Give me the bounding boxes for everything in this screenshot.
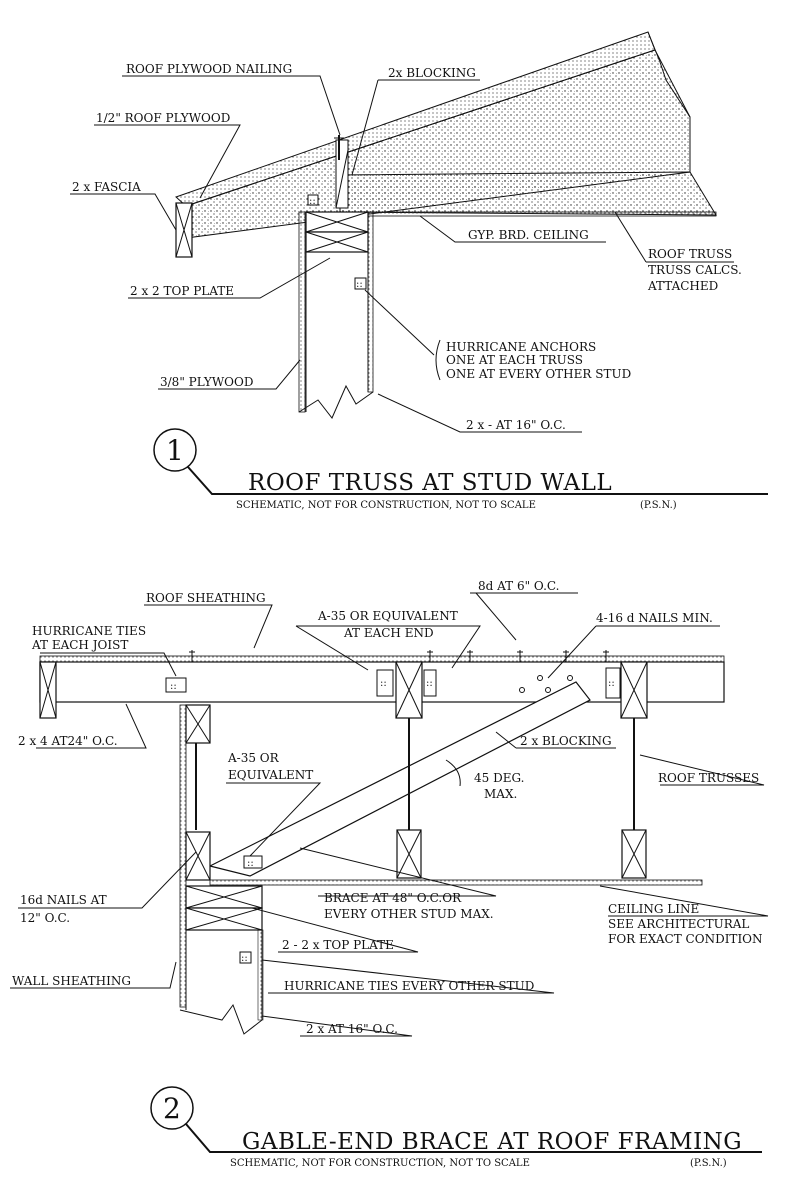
detail-2-subtitle: SCHEMATIC, NOT FOR CONSTRUCTION, NOT TO … xyxy=(230,1158,530,1169)
detail-2-number-bubble xyxy=(150,1086,194,1130)
diagonal-brace xyxy=(208,681,591,877)
label-wall-sheathing: WALL SHEATHING xyxy=(12,974,131,988)
svg-text:::: :: xyxy=(356,279,363,290)
svg-text:::: :: xyxy=(426,678,433,689)
svg-text:::: :: xyxy=(380,678,387,689)
detail-1-tag: (P.S.N.) xyxy=(640,500,677,511)
ceiling-line xyxy=(209,879,703,886)
label-roof-sheathing: ROOF SHEATHING xyxy=(146,591,266,605)
label-a35-2: EQUIVALENT xyxy=(228,768,313,782)
label-attached: ATTACHED xyxy=(647,279,718,293)
label-one-every-other: ONE AT EVERY OTHER STUD xyxy=(446,367,631,381)
detail-1-subtitle: SCHEMATIC, NOT FOR CONSTRUCTION, NOT TO … xyxy=(236,500,536,511)
label-hurricane-anchors: HURRICANE ANCHORS xyxy=(446,340,596,354)
svg-text:::: :: xyxy=(309,196,316,207)
label-gyp-ceiling: GYP. BRD. CEILING xyxy=(468,228,589,242)
label-plywood-38: 3/8" PLYWOOD xyxy=(160,375,253,389)
label-a35-each-end-1: A-35 OR EQUIVALENT xyxy=(317,609,458,623)
wall-break-line-2 xyxy=(179,1003,263,1035)
label-2x-blocking: 2x BLOCKING xyxy=(388,66,476,80)
label-top-plate: 2 - 2 x TOP PLATE xyxy=(282,938,394,952)
svg-text:::: :: xyxy=(247,858,254,869)
wall-break-line xyxy=(298,384,374,419)
label-exact-condition: FOR EXACT CONDITION xyxy=(608,932,763,946)
label-16d-nails-min: 4-16 d NAILS MIN. xyxy=(596,611,713,625)
label-one-each-truss: ONE AT EACH TRUSS xyxy=(446,353,583,367)
wall-sheathing xyxy=(179,704,187,1008)
label-hurricane-ties-1: HURRICANE TIES xyxy=(32,624,146,638)
label-a35-1: A-35 OR xyxy=(227,751,280,765)
lower-block-2 xyxy=(621,829,647,879)
svg-text:::: :: xyxy=(241,953,248,964)
detail-1-roof-truss-at-stud-wall: :: :: ROOF PLYWOOD NAILING xyxy=(70,31,768,511)
label-2x-blocking: 2 x BLOCKING xyxy=(520,734,612,748)
hurricane-anchor xyxy=(307,194,319,206)
detail-1-number-bubble xyxy=(153,428,197,472)
label-brace-2: EVERY OTHER STUD MAX. xyxy=(324,907,494,921)
wall-gyp xyxy=(367,211,374,393)
label-studs-2: 2 x AT 16" O.C. xyxy=(306,1022,398,1036)
label-hurricane-ties-2: AT EACH JOIST xyxy=(31,638,128,652)
gyp-board-ceiling xyxy=(339,211,717,217)
top-plate-double xyxy=(185,885,263,931)
detail-2-gable-end-brace: :: :: :: :: xyxy=(10,579,769,1169)
label-top-plate: 2 x 2 TOP PLATE xyxy=(130,284,234,298)
detail-2-tag: (P.S.N.) xyxy=(690,1158,727,1169)
label-8d-nails: 8d AT 6" O.C. xyxy=(478,579,559,593)
label-16d-nails-1: 16d NAILS AT xyxy=(20,893,107,907)
wall-plywood xyxy=(298,211,306,413)
label-roof-truss: ROOF TRUSS xyxy=(648,247,732,261)
label-truss-calcs: TRUSS CALCS. xyxy=(648,263,742,277)
svg-text:::: :: xyxy=(608,678,615,689)
truss-block-1 xyxy=(395,661,423,719)
truss-block-2 xyxy=(620,661,648,719)
label-see-architectural: SEE ARCHITECTURAL xyxy=(608,917,749,931)
roof-sheathing xyxy=(39,655,725,663)
label-max: MAX. xyxy=(484,787,517,801)
label-hurricane-every-other: HURRICANE TIES EVERY OTHER STUD xyxy=(284,979,534,993)
detail-1-title: ROOF TRUSS AT STUD WALL xyxy=(248,470,612,496)
svg-text:::: :: xyxy=(170,681,177,692)
label-roof-plywood-nailing: ROOF PLYWOOD NAILING xyxy=(126,62,292,76)
label-a35-each-end-2: AT EACH END xyxy=(343,626,434,640)
label-16d-nails-2: 12" O.C. xyxy=(20,911,70,925)
label-45-deg: 45 DEG. xyxy=(474,771,524,785)
label-studs: 2 x - AT 16" O.C. xyxy=(466,418,566,432)
label-roof-plywood: 1/2" ROOF PLYWOOD xyxy=(96,111,230,125)
detail-1-number: 1 xyxy=(166,434,184,467)
detail-2-title: GABLE-END BRACE AT ROOF FRAMING xyxy=(242,1129,742,1155)
label-brace-1: BRACE AT 48" O.C.OR xyxy=(324,891,462,905)
lower-block-1 xyxy=(396,829,422,879)
label-roof-trusses: ROOF TRUSSES xyxy=(658,771,759,785)
roof-break-line xyxy=(647,31,691,172)
label-fascia: 2 x FASCIA xyxy=(72,180,141,194)
ceiling-insulation xyxy=(339,171,717,216)
label-ceiling-line: CEILING LINE xyxy=(608,902,699,916)
detail-2-number: 2 xyxy=(163,1092,181,1125)
label-joist-2x4: 2 x 4 AT24" O.C. xyxy=(18,734,118,748)
